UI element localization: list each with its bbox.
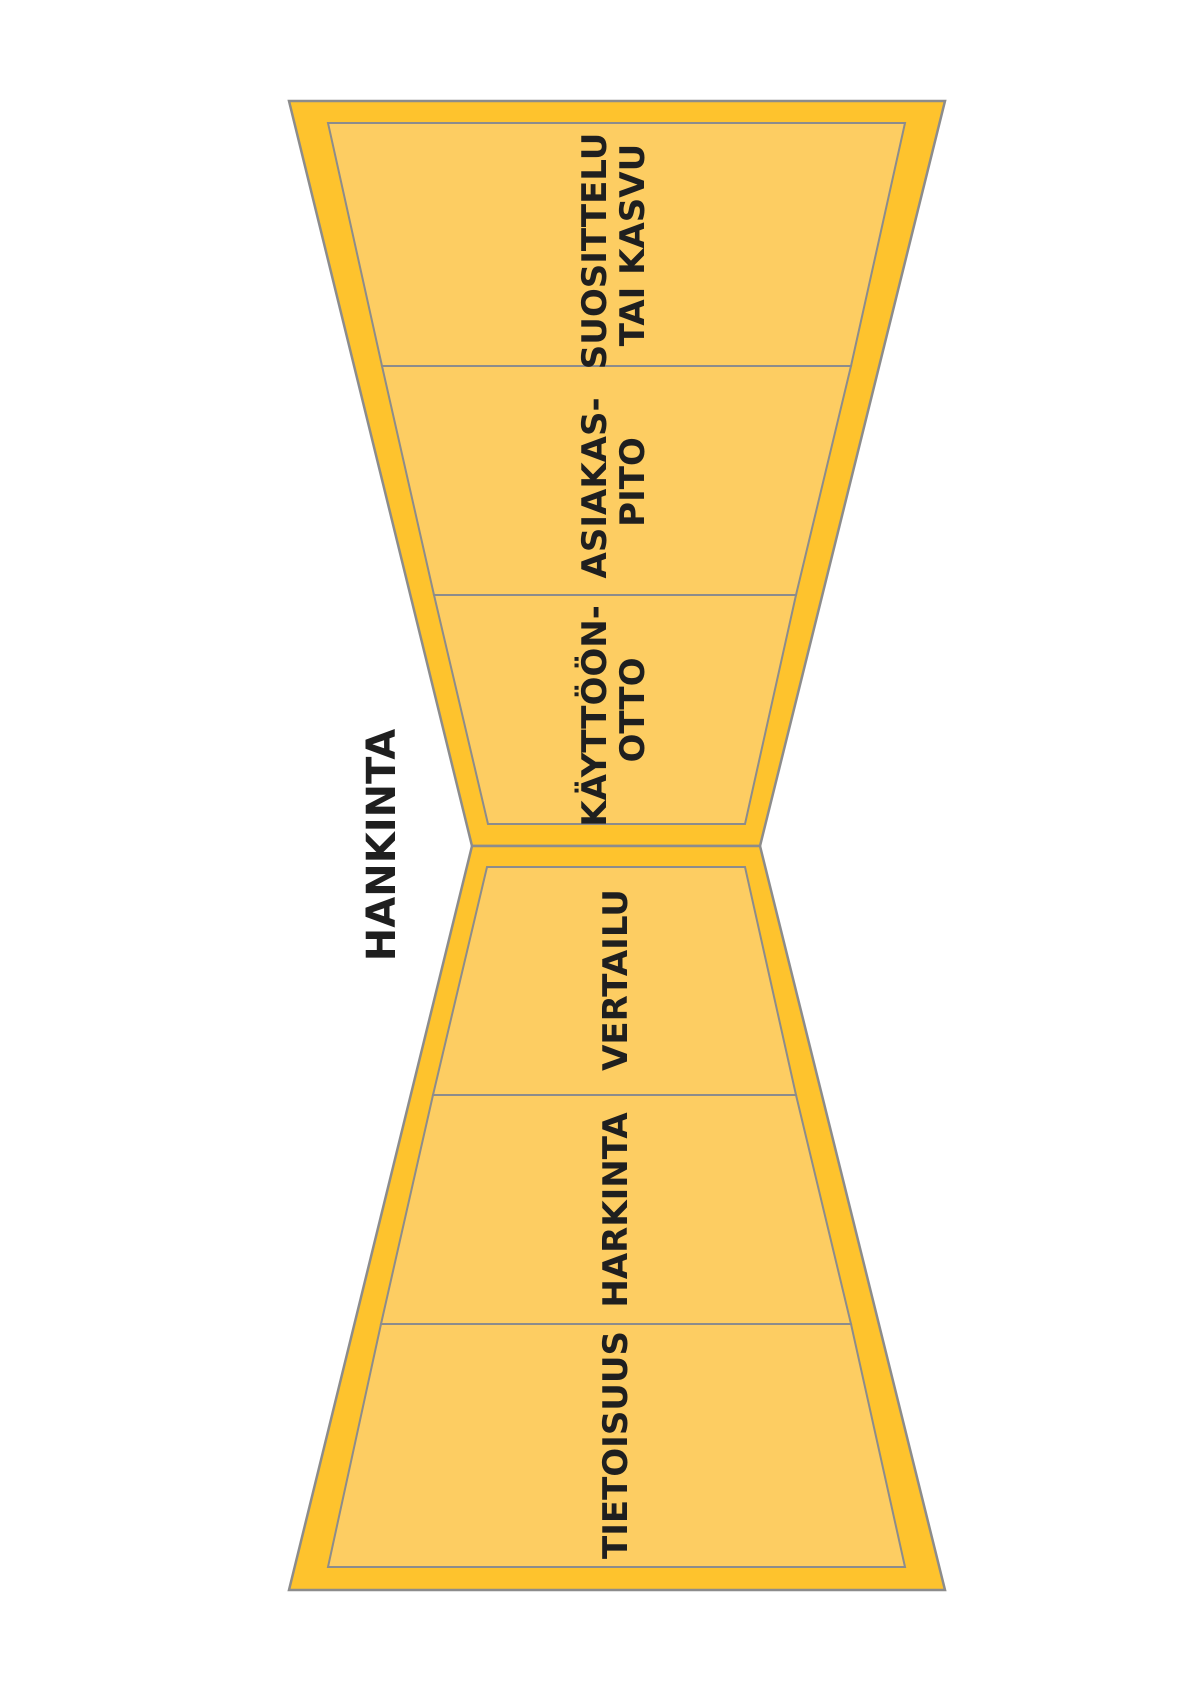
stage-label-harkinta: HARKINTA xyxy=(596,1112,636,1308)
stage-label-vertailu: VERTAILU xyxy=(596,889,636,1071)
diagram-title: HANKINTA xyxy=(359,729,405,961)
stage-panel-tietoisuus xyxy=(326,1323,907,1568)
stage-label-kayttoonotto: KÄYTTÖÖN- OTTO xyxy=(574,593,653,826)
stage-label-suosittelu: SUOSITTELU TAI KASVU xyxy=(575,121,653,369)
stage-label-tietoisuus: TIETOISUUS xyxy=(596,1331,636,1559)
stage-panel-suosittelu xyxy=(326,122,907,367)
stage-label-asiakaspito: ASIAKAS- PITO xyxy=(575,386,653,579)
